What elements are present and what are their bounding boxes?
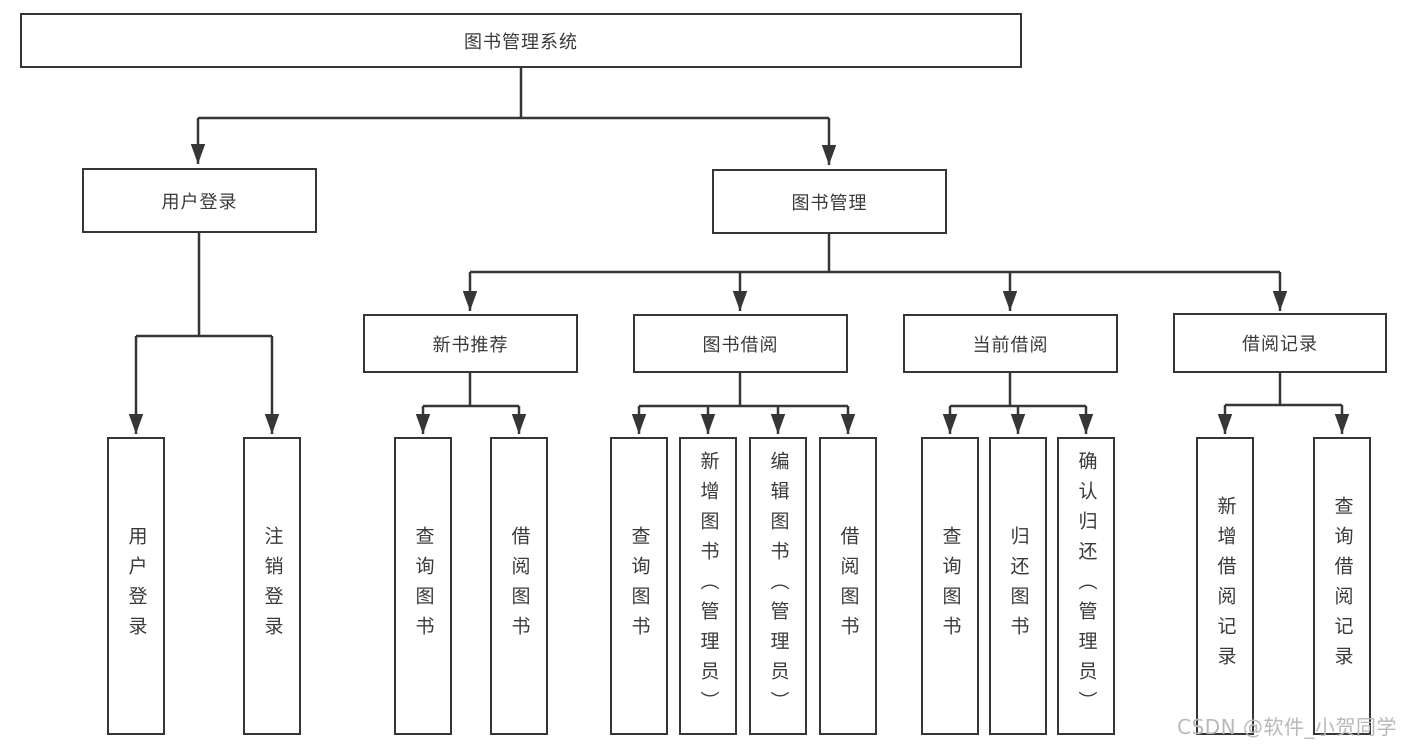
node-user-login: 用户登录: [82, 168, 317, 233]
leaf-confirm-return-admin: 确认归还（管理员）: [1057, 437, 1115, 735]
leaf-add-book-admin: 新增图书（管理员）: [679, 437, 737, 735]
leaf-return-book: 归还图书: [989, 437, 1047, 735]
leaf-logout: 注销登录: [243, 437, 301, 735]
connector-book-borrow-children: [631, 373, 856, 434]
leaf-add-borrow-record: 新增借阅记录: [1196, 437, 1254, 735]
leaf-query-borrow-record: 查询借阅记录: [1313, 437, 1371, 735]
connector-root-to-level2: [190, 68, 837, 165]
leaf-query-book-1: 查询图书: [394, 437, 452, 735]
leaf-edit-book-admin: 编辑图书（管理员）: [749, 437, 807, 735]
leaf-user-login: 用户登录: [107, 437, 165, 735]
connector-current-borrow-children: [942, 373, 1094, 434]
connector-book-management-children: [462, 234, 1288, 311]
leaf-borrow-book-2: 借阅图书: [819, 437, 877, 735]
connector-new-book-children: [415, 373, 527, 434]
node-new-book-recommend: 新书推荐: [363, 314, 578, 373]
leaf-query-book-2: 查询图书: [610, 437, 668, 735]
node-borrow-record: 借阅记录: [1173, 313, 1387, 373]
node-library-management-system: 图书管理系统: [20, 13, 1022, 68]
connector-borrow-record-children: [1217, 373, 1350, 434]
node-book-borrow: 图书借阅: [633, 314, 848, 373]
watermark: CSDN @软件_小贺同学: [1177, 715, 1397, 739]
leaf-borrow-book-1: 借阅图书: [490, 437, 548, 735]
node-book-management: 图书管理: [712, 169, 947, 234]
connector-user-login-children: [128, 233, 280, 434]
node-current-borrow: 当前借阅: [903, 314, 1118, 373]
leaf-query-book-3: 查询图书: [921, 437, 979, 735]
